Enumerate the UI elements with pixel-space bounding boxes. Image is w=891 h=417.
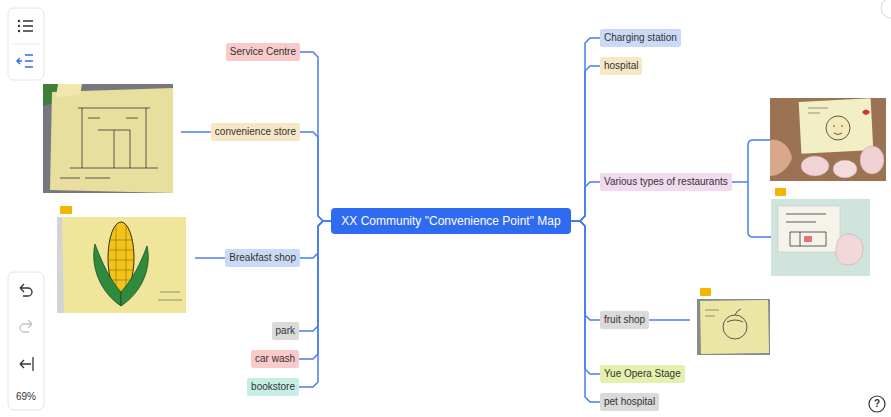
branch-topic: park [272, 322, 299, 340]
branch-connector [300, 221, 331, 258]
branch-connector [571, 38, 600, 221]
branch-topic: Yue Opera Stage [600, 365, 685, 383]
node-text: Breakfast shop [229, 252, 296, 264]
zoom-level: 69% [16, 391, 36, 403]
branch-connector [571, 221, 600, 402]
image-leader-lines [181, 132, 771, 320]
photo-fruit-shop [697, 288, 770, 355]
branch-topic: Various types of restaurants [600, 173, 732, 191]
branch-topic: bookstore [247, 378, 299, 396]
branch-connector [299, 221, 331, 387]
leader-line [195, 257, 225, 259]
node-text: XX Community "Convenience Point" Map [341, 214, 560, 228]
node-text: pet hospital [604, 396, 655, 408]
node-text: Various types of restaurants [604, 176, 728, 188]
leader-line [732, 181, 748, 183]
leader-bracket [748, 140, 771, 237]
branch-topic: fruit shop [600, 311, 649, 329]
help-icon-glyph: ? [874, 398, 880, 410]
branch-connector [300, 132, 331, 221]
node-text: Yue Opera Stage [604, 368, 681, 380]
photo-corn-drawing [57, 206, 186, 313]
branch-topic: Service Centre [226, 43, 300, 61]
node-text: Charging station [604, 32, 677, 44]
node-text: park [276, 325, 295, 337]
branch-topic: hospital [600, 57, 642, 75]
central-topic: XX Community "Convenience Point" Map [331, 208, 570, 234]
top-toolbar [8, 8, 44, 80]
branch-connector [299, 221, 331, 359]
help-button [869, 0, 891, 412]
branch-topic: car wash [251, 350, 299, 368]
node-text: bookstore [251, 381, 295, 393]
node-text: Service Centre [230, 46, 296, 58]
photo-convenience-store [43, 84, 173, 193]
leader-line [181, 131, 211, 133]
node-text: fruit shop [604, 314, 645, 326]
branch-connector [571, 182, 600, 221]
branch-connector [300, 52, 331, 221]
branch-connector [571, 66, 600, 221]
branch-topic: Charging station [600, 29, 681, 47]
bottom-toolbar [8, 272, 44, 410]
branch-topic: convenience store [211, 123, 300, 141]
node-text: hospital [604, 60, 638, 72]
branch-topic: Breakfast shop [225, 249, 300, 267]
branch-connector [299, 221, 331, 331]
photo-restaurant-cutouts [770, 98, 886, 181]
node-text: car wash [255, 353, 295, 365]
photo-restaurant-sketch [771, 188, 870, 276]
node-text: convenience store [215, 126, 296, 138]
leader-line [649, 319, 690, 321]
branch-topic: pet hospital [600, 393, 659, 411]
